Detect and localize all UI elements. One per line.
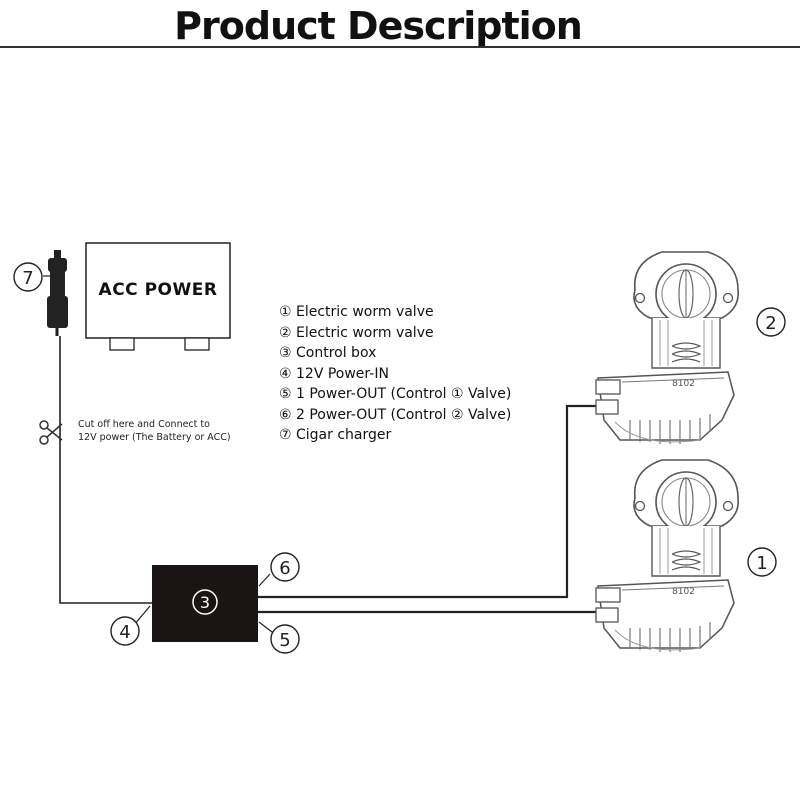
title-divider <box>0 46 800 48</box>
svg-text:7: 7 <box>22 268 33 289</box>
legend-item: ② Electric worm valve <box>279 324 434 341</box>
marker-6: 6 <box>270 552 300 582</box>
cutoff-note-line: 12V power (The Battery or ACC) <box>78 432 231 443</box>
legend-item: ⑤ 1 Power-OUT (Control ① Valve) <box>279 386 512 402</box>
acc-power-label: ACC POWER <box>98 280 218 300</box>
marker-1: 1 <box>747 547 777 577</box>
page-title: Product Description <box>174 4 583 48</box>
legend-list: ① Electric worm valve ② Electric worm va… <box>279 302 511 446</box>
marker-7: 7 <box>13 262 43 292</box>
svg-text:6: 6 <box>279 558 290 579</box>
legend-item: ④ 12V Power-IN <box>279 365 389 382</box>
cigar-charger-icon <box>47 250 68 336</box>
scissors-icon <box>39 420 63 445</box>
svg-text:5: 5 <box>279 630 290 651</box>
electric-worm-valve-1: 8102 <box>595 459 740 653</box>
acc-power-terminal <box>109 337 135 351</box>
cutoff-note: Cut off here and Connect to 12V power (T… <box>78 418 231 444</box>
power-out-2-wire <box>258 404 612 599</box>
power-in-wire <box>59 336 152 604</box>
marker-5: 5 <box>270 624 300 654</box>
acc-power-terminal <box>184 337 210 351</box>
svg-text:1: 1 <box>756 553 767 574</box>
legend-item: ① Electric worm valve <box>279 304 434 320</box>
legend-item: ⑦ Cigar charger <box>279 427 392 443</box>
svg-text:2: 2 <box>765 313 776 334</box>
marker-4: 4 <box>110 616 140 646</box>
control-box-number: 3 <box>200 593 210 612</box>
svg-text:8102: 8102 <box>672 379 695 389</box>
legend-item: ⑥ 2 Power-OUT (Control ② Valve) <box>279 406 512 423</box>
electric-worm-valve-2: 8102 <box>595 251 740 445</box>
svg-text:8102: 8102 <box>672 587 695 597</box>
control-box <box>152 565 258 642</box>
legend-item: ③ Control box <box>279 345 377 361</box>
acc-power-box <box>85 242 231 339</box>
marker-2: 2 <box>756 307 786 337</box>
cutoff-note-line: Cut off here and Connect to <box>78 419 210 430</box>
svg-text:4: 4 <box>119 622 130 643</box>
